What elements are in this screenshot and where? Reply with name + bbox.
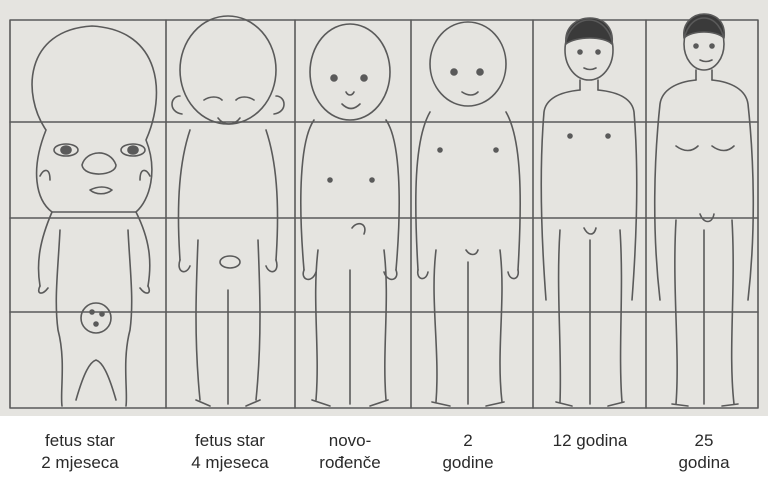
fetus-4-head — [180, 16, 276, 124]
figure-12-years — [541, 18, 637, 406]
figure-2-years — [416, 22, 520, 406]
figure-25-years — [655, 14, 754, 406]
stage-caption-fetus-2-months: fetus star 2 mjeseca — [16, 430, 144, 474]
caption-line: 25 — [640, 430, 768, 452]
umbilical-cord — [81, 303, 111, 333]
stage-caption-newborn: novo- rođenče — [286, 430, 414, 474]
stage-caption-12-years: 12 godina — [526, 430, 654, 452]
newborn-head — [310, 24, 390, 120]
caption-line: fetus star — [16, 430, 144, 452]
figure-fetus-2-months — [32, 26, 156, 406]
umbilical-cord — [220, 256, 240, 268]
grid — [10, 20, 758, 408]
caption-line: godina — [640, 452, 768, 474]
caption-line: novo- — [286, 430, 414, 452]
caption-line: 12 godina — [526, 430, 654, 452]
stage-caption-25-years: 25 godina — [640, 430, 768, 474]
figure-newborn — [301, 24, 399, 406]
toddler-head — [430, 22, 506, 106]
caption-line: 2 — [404, 430, 532, 452]
proportions-drawing — [0, 0, 768, 416]
caption-line: 4 mjeseca — [166, 452, 294, 474]
caption-line: godine — [404, 452, 532, 474]
caption-line: 2 mjeseca — [16, 452, 144, 474]
fetus-2-head — [32, 26, 156, 212]
child-hair — [566, 18, 612, 44]
stage-caption-fetus-4-months: fetus star 4 mjeseca — [166, 430, 294, 474]
caption-line: rođenče — [286, 452, 414, 474]
caption-line: fetus star — [166, 430, 294, 452]
stage-caption-2-years: 2 godine — [404, 430, 532, 474]
figure-fetus-4-months — [172, 16, 284, 406]
